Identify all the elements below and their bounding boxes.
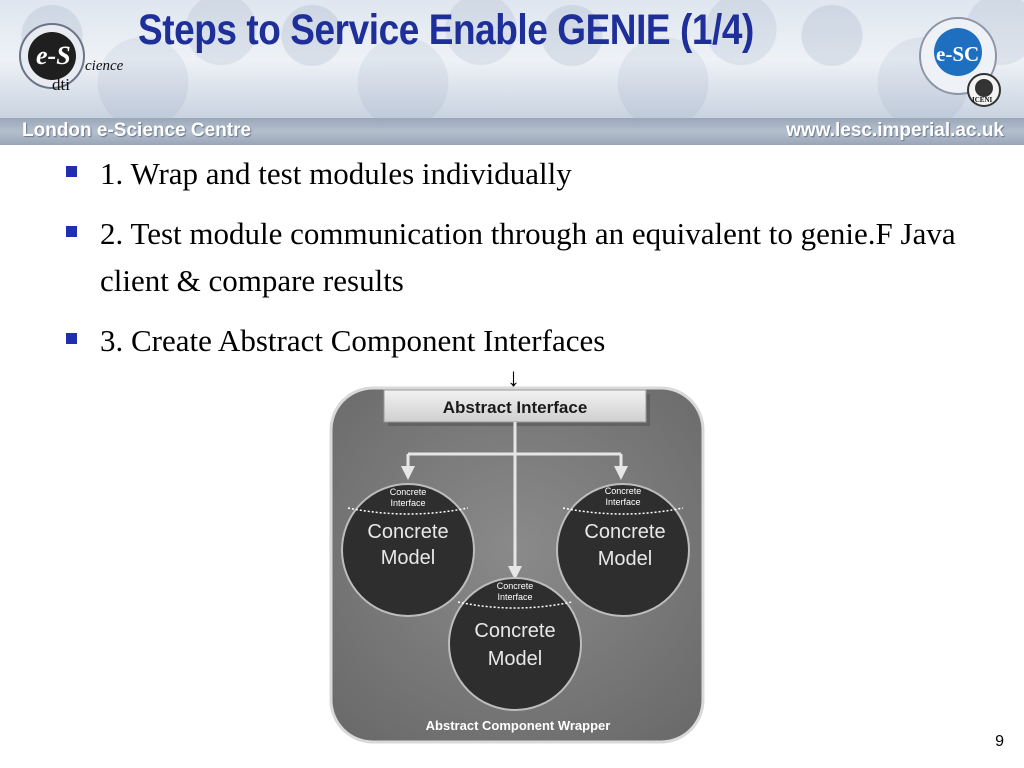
page-number: 9 — [995, 733, 1004, 750]
header-band-url: www.lesc.imperial.ac.uk — [786, 120, 1004, 141]
bullet-text: 1. Wrap and test modules individually — [100, 156, 572, 191]
interface-label: Concrete — [390, 487, 427, 497]
slide-title: Steps to Service Enable GENIE (1/4) — [138, 6, 754, 54]
interface-label: Interface — [605, 497, 640, 507]
logo-left-main: e-S — [36, 41, 71, 70]
bullet-list: 1. Wrap and test modules individually 2.… — [64, 150, 984, 377]
model-label: Model — [488, 648, 542, 670]
connector-lines — [406, 422, 623, 568]
wrapper-label: Abstract Component Wrapper — [426, 718, 611, 733]
header-band-organization: London e-Science Centre — [22, 120, 252, 141]
model-label: Concrete — [367, 521, 448, 543]
logo-left-sub: dti — [52, 75, 70, 94]
bullet-item: 2. Test module communication through an … — [64, 210, 984, 304]
abstract-interface-label: Abstract Interface — [443, 398, 588, 417]
logo-right-badge: ICENI — [972, 96, 993, 104]
slide-header: e-S cience dti Steps to Service Enable G… — [0, 0, 1024, 145]
arrowheads — [401, 466, 628, 580]
concrete-model-left: Concrete Interface Concrete Model — [341, 483, 475, 617]
wrapper-box — [329, 386, 705, 744]
square-bullet-icon — [66, 166, 77, 177]
logo-left-suffix: cience — [85, 58, 124, 74]
e-science-dti-logo: e-S cience dti — [19, 23, 124, 94]
square-bullet-icon — [66, 333, 77, 344]
bullet-item: 3. Create Abstract Component Interfaces — [64, 317, 984, 364]
interface-label: Concrete — [497, 581, 534, 591]
down-arrow-icon: ↓ — [507, 362, 520, 392]
square-bullet-icon — [66, 226, 77, 237]
header-background-pattern — [0, 0, 1024, 118]
header-band — [0, 118, 1024, 145]
interface-label: Interface — [497, 592, 532, 602]
model-label: Concrete — [474, 620, 555, 642]
bullet-text: 2. Test module communication through an … — [100, 216, 956, 298]
concrete-model-right: Concrete Interface Concrete Model — [556, 483, 690, 617]
model-label: Concrete — [584, 521, 665, 543]
concrete-model-center: Concrete Interface Concrete Model — [448, 577, 582, 711]
bullet-text: 3. Create Abstract Component Interfaces — [100, 323, 606, 358]
bullet-item: 1. Wrap and test modules individually — [64, 150, 984, 197]
interface-label: Interface — [390, 498, 425, 508]
model-label: Model — [381, 547, 435, 569]
model-label: Model — [598, 548, 652, 570]
component-wrapper-diagram: ↓ Abstract Interface Concrete Interface … — [328, 360, 708, 744]
interface-label: Concrete — [605, 486, 642, 496]
lesc-logo: e-SC ICENI — [919, 17, 1001, 107]
logo-right-main: e-SC — [936, 42, 979, 66]
